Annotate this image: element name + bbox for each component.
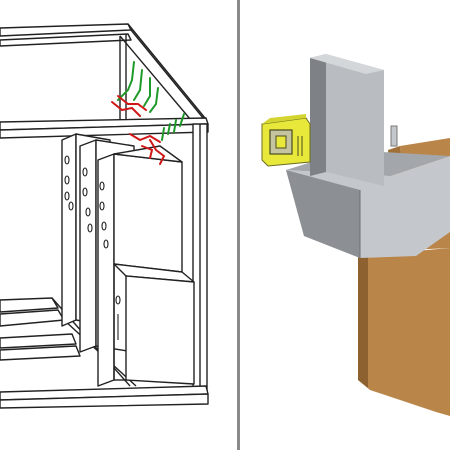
cabinet-front-top-rail [0, 117, 209, 139]
cabinet-base-frame [0, 297, 209, 409]
module-vent-slots [64, 155, 121, 340]
gray-housing [286, 125, 450, 258]
cabinet-top-frame [0, 23, 209, 127]
gray-vertical-plate [310, 54, 384, 186]
yellow-connector [261, 114, 311, 167]
cabinet-wiring [111, 61, 185, 165]
assembly-3d-rendering [261, 54, 450, 416]
right-panel [240, 0, 450, 450]
left-panel [0, 23, 209, 409]
cabinet-module-rack [61, 133, 195, 387]
panel-divider [237, 0, 240, 450]
cabinet-wireframe-drawing [0, 23, 209, 409]
